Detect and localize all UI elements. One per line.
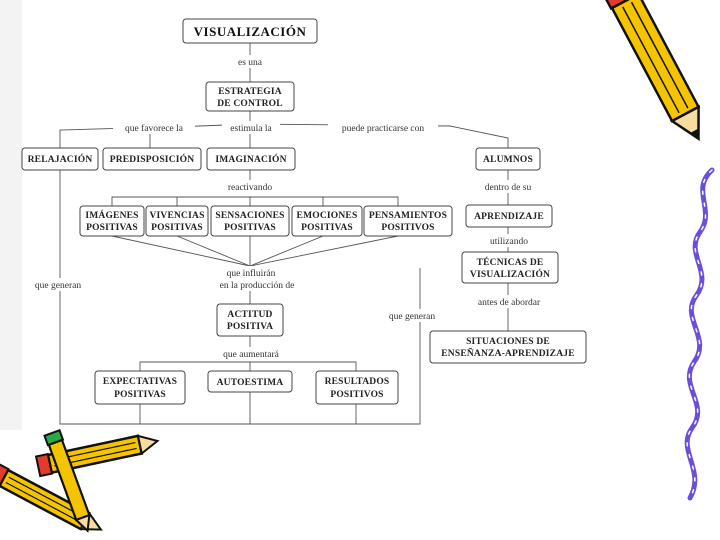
svg-text:ACTITUD: ACTITUD xyxy=(227,310,272,320)
label-antes-de-abordar: antes de abordar xyxy=(478,298,541,308)
svg-text:APRENDIZAJE: APRENDIZAJE xyxy=(474,212,544,222)
label-es-una: es una xyxy=(238,58,263,68)
pencil-icon xyxy=(601,0,701,142)
node-tecnicas: TÉCNICAS DE VISUALIZACIÓN xyxy=(461,251,559,284)
node-actitud: ACTITUD POSITIVA xyxy=(216,303,284,337)
svg-text:PENSAMIENTOS: PENSAMIENTOS xyxy=(369,211,447,221)
svg-text:POSITIVAS: POSITIVAS xyxy=(86,223,138,233)
node-autoestima: AUTOESTIMA xyxy=(207,370,293,393)
svg-text:VISUALIZACIÓN: VISUALIZACIÓN xyxy=(470,268,550,280)
label-utilizando: utilizando xyxy=(490,237,528,247)
svg-text:POSITIVAS: POSITIVAS xyxy=(114,390,166,400)
label-puede-practicarse: puede practicarse con xyxy=(342,124,425,134)
label-que-influiran-1: que influirán xyxy=(227,268,276,279)
svg-text:IMAGINACIÓN: IMAGINACIÓN xyxy=(215,153,286,165)
svg-text:ALUMNOS: ALUMNOS xyxy=(483,155,533,165)
svg-text:POSITIVAS: POSITIVAS xyxy=(151,223,203,233)
svg-text:AUTOESTIMA: AUTOESTIMA xyxy=(217,378,284,388)
svg-text:DE CONTROL: DE CONTROL xyxy=(217,99,283,109)
svg-text:POSITIVAS: POSITIVAS xyxy=(224,223,276,233)
svg-text:IMÁGENES: IMÁGENES xyxy=(85,209,138,221)
label-reactivando: reactivando xyxy=(228,183,273,193)
node-situaciones: SITUACIONES DE ENSEÑANZA-APRENDIZAJE xyxy=(429,330,587,364)
node-estrategia: ESTRATEGIA DE CONTROL xyxy=(205,81,295,112)
svg-text:ENSEÑANZA-APRENDIZAJE: ENSEÑANZA-APRENDIZAJE xyxy=(441,347,575,359)
label-dentro-de-su: dentro de su xyxy=(485,183,532,193)
svg-text:RESULTADOS: RESULTADOS xyxy=(325,377,390,387)
svg-text:POSITIVA: POSITIVA xyxy=(227,322,273,332)
label-que-generan-left: que generan xyxy=(35,281,81,291)
svg-text:RELAJACIÓN: RELAJACIÓN xyxy=(28,153,93,165)
svg-text:POSITIVOS: POSITIVOS xyxy=(330,390,383,400)
svg-text:VIVENCIAS: VIVENCIAS xyxy=(149,211,204,221)
svg-text:TÉCNICAS DE: TÉCNICAS DE xyxy=(477,256,544,268)
node-pensamientos: PENSAMIENTOS POSITIVOS xyxy=(363,205,453,237)
label-que-influiran-2: en la producción de xyxy=(220,281,295,291)
node-predisposicion: PREDISPOSICIÓN xyxy=(102,147,202,171)
label-que-aumentara: que aumentará xyxy=(223,350,279,360)
label-estimula: estimula la xyxy=(230,124,272,134)
title: VISUALIZACIÓN xyxy=(194,24,307,39)
svg-text:EMOCIONES: EMOCIONES xyxy=(297,211,358,221)
svg-text:ESTRATEGIA: ESTRATEGIA xyxy=(218,87,282,97)
node-relajacion: RELAJACIÓN xyxy=(21,147,99,171)
label-que-favorece: que favorece la xyxy=(125,123,184,134)
node-imagenes: IMÁGENES POSITIVAS xyxy=(79,205,145,237)
link-labels: es una que favorece la estimula la puede… xyxy=(28,55,550,360)
svg-text:PREDISPOSICIÓN: PREDISPOSICIÓN xyxy=(110,153,195,165)
node-sensaciones: SENSACIONES POSITIVAS xyxy=(210,205,290,237)
title-box xyxy=(182,18,318,44)
svg-text:SITUACIONES DE: SITUACIONES DE xyxy=(466,337,550,347)
crossed-pencils-icon xyxy=(0,428,160,533)
node-imaginacion: IMAGINACIÓN xyxy=(206,147,296,171)
label-que-generan-right: que generan xyxy=(389,312,435,322)
svg-text:POSITIVOS: POSITIVOS xyxy=(381,223,434,233)
connectors xyxy=(59,43,509,425)
node-emociones: EMOCIONES POSITIVAS xyxy=(291,205,363,237)
svg-text:POSITIVAS: POSITIVAS xyxy=(301,223,353,233)
node-aprendizaje: APRENDIZAJE xyxy=(465,204,553,228)
squiggle-icon xyxy=(684,167,715,501)
node-resultados: RESULTADOS POSITIVOS xyxy=(315,370,399,405)
svg-text:SENSACIONES: SENSACIONES xyxy=(215,211,284,221)
svg-text:EXPECTATIVAS: EXPECTATIVAS xyxy=(103,377,177,387)
node-expectativas: EXPECTATIVAS POSITIVAS xyxy=(94,370,186,405)
node-alumnos: ALUMNOS xyxy=(475,147,541,171)
scan-edge xyxy=(0,0,22,430)
node-vivencias: VIVENCIAS POSITIVAS xyxy=(145,205,209,237)
